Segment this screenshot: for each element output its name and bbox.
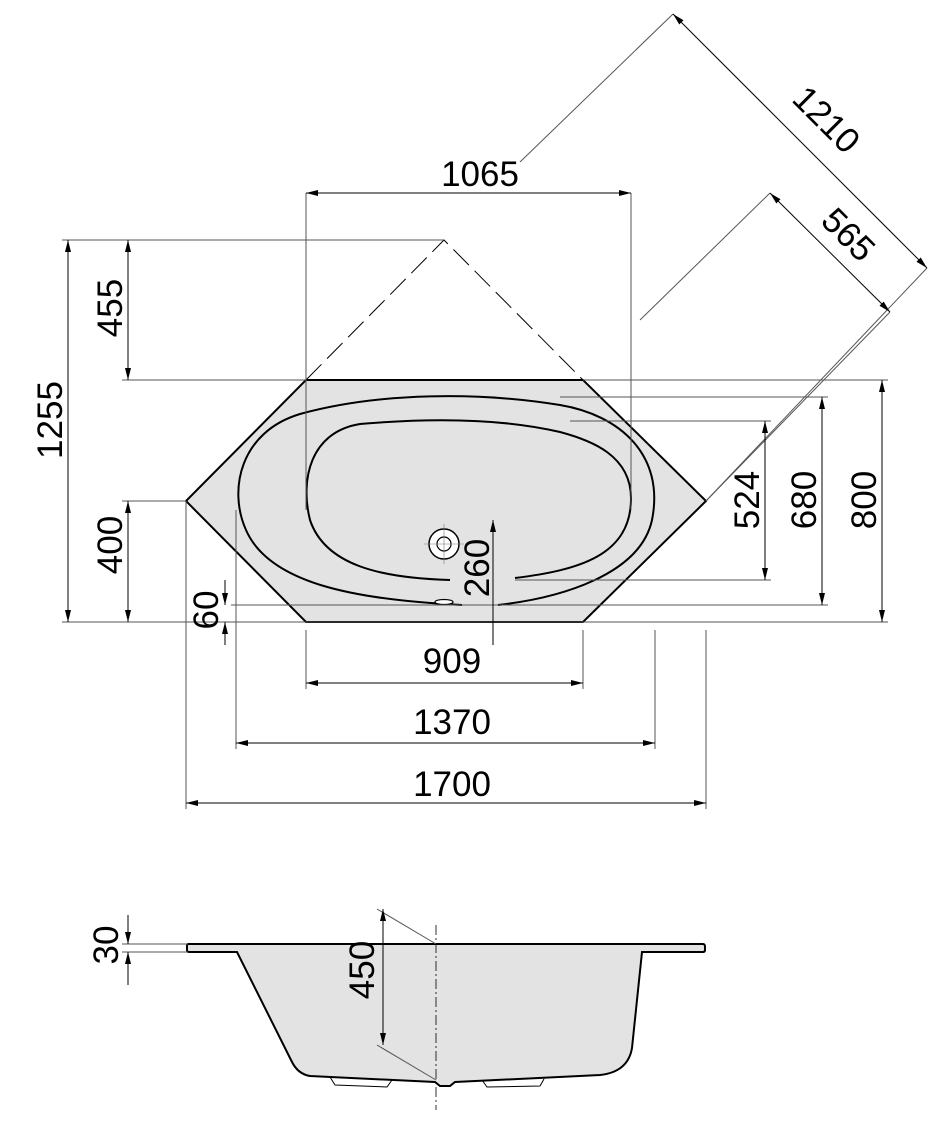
dimension-lines — [65, 13, 928, 806]
corner-projection — [305, 239, 584, 381]
dim-524: 524 — [728, 471, 767, 529]
outer-bowl-edge — [237, 395, 656, 606]
dim-800: 800 — [845, 471, 884, 529]
support-foot-right — [481, 1078, 545, 1088]
dim-680: 680 — [785, 471, 824, 529]
dim-1210: 1210 — [785, 79, 868, 162]
drain — [424, 524, 464, 564]
dim-1700: 1700 — [413, 765, 491, 804]
dim-60: 60 — [187, 591, 226, 630]
dim-1065: 1065 — [441, 155, 519, 194]
tub-outline-hexagon — [184, 379, 708, 623]
section-extension-lines — [122, 908, 437, 1081]
dim-450: 450 — [343, 941, 382, 999]
inner-bowl-edge — [305, 419, 633, 581]
section-view: 30 450 — [87, 908, 706, 1110]
dim-1255: 1255 — [31, 381, 70, 459]
dim-909: 909 — [423, 642, 481, 681]
overflow — [434, 598, 454, 606]
dim-1370: 1370 — [413, 703, 491, 742]
dim-455: 455 — [91, 279, 130, 337]
dim-400: 400 — [91, 516, 130, 574]
support-foot-left — [329, 1076, 393, 1088]
dim-260: 260 — [458, 539, 497, 597]
dim-30: 30 — [87, 926, 126, 965]
plan-view: 1065 1210 565 1255 455 400 60 260 524 68… — [31, 13, 928, 809]
tub-section — [186, 943, 706, 1087]
section-dimension-lines — [125, 909, 386, 1045]
dim-565: 565 — [814, 200, 883, 269]
